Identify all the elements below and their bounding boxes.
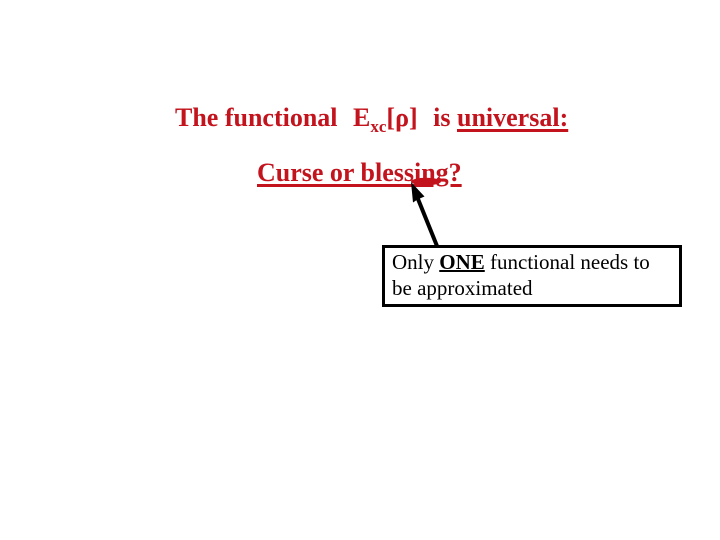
exc-functional-formula: Exc[ρ]: [353, 103, 418, 135]
callout-line1-suffix: functional needs to: [490, 250, 650, 274]
functional-symbol: E: [353, 103, 371, 132]
red-highlight-mark: [411, 177, 441, 186]
arrowhead-icon: [411, 182, 425, 203]
functional-subscript: xc: [370, 117, 387, 136]
annotation-arrow-group: [411, 177, 441, 247]
callout-box: Only ONE functional needs to be approxim…: [382, 245, 682, 307]
functional-argument: [ρ]: [386, 103, 418, 132]
callout-emphasis: ONE: [439, 250, 485, 274]
callout-line1-prefix: Only: [392, 250, 434, 274]
title-underlined-word: universal:: [457, 103, 569, 132]
title-connector: is: [433, 103, 451, 132]
slide-title: The functional Exc[ρ] is universal:: [175, 103, 569, 135]
callout-line2: be approximated: [392, 276, 533, 300]
arrow-line: [416, 198, 439, 247]
title-prefix: The functional: [175, 103, 338, 132]
